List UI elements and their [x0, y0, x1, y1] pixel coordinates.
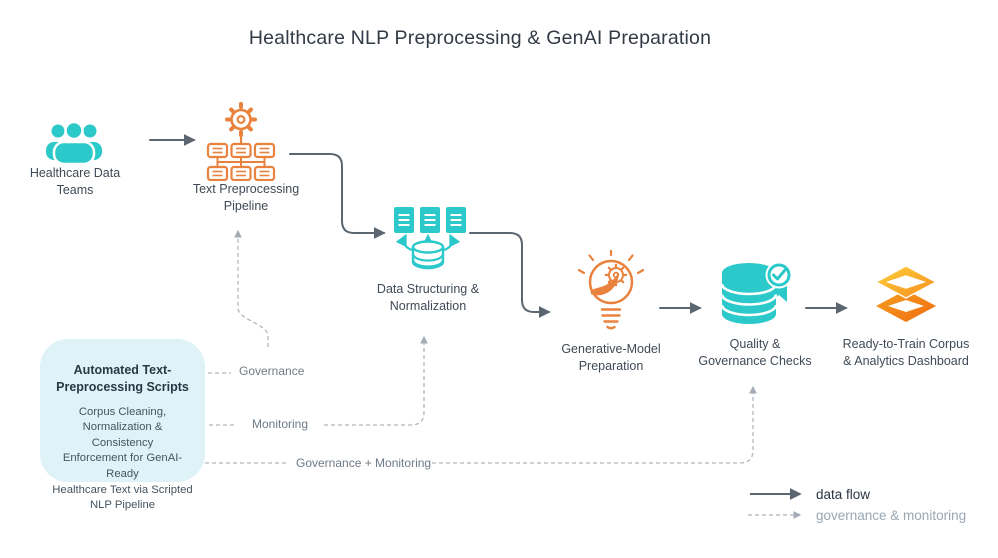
diagram-title: Healthcare NLP Preprocessing & GenAI Pre… — [248, 27, 712, 49]
callout-automated-scripts: Automated Text- Preprocessing Scripts Co… — [40, 339, 205, 511]
dashed-monitoring-line — [324, 335, 428, 426]
node-generative-model — [578, 250, 644, 336]
legend-label-data-flow: data flow — [816, 487, 871, 502]
node-label-teams: Healthcare Data Teams — [29, 166, 121, 197]
node-label-structuring: Data Structuring & Normalization — [376, 282, 480, 313]
dashed-govmon-line — [432, 385, 757, 464]
database-check-icon — [720, 261, 793, 324]
lightbulb-gear-icon — [578, 250, 644, 330]
people-icon — [46, 120, 102, 164]
node-label-corpus: Ready-to-Train Corpus & Analytics Dashbo… — [842, 337, 970, 368]
documents-database-icon — [394, 207, 466, 270]
node-label-genmodel: Generative-Model Preparation — [561, 342, 661, 373]
flow-label-governance-monitoring: Governance + Monitoring — [296, 456, 432, 470]
node-data-structuring — [386, 205, 470, 275]
layers-icon — [874, 265, 938, 322]
node-text-preprocessing-pipeline — [204, 101, 278, 181]
callout-body: Corpus Cleaning, Normalization & Consist… — [52, 405, 193, 512]
callout-title: Automated Text- Preprocessing Scripts — [56, 363, 189, 394]
node-quality-governance — [713, 258, 799, 334]
node-label-pipeline: Text Preprocessing Pipeline — [192, 182, 300, 213]
gear-flowchart-icon — [206, 102, 276, 181]
dashed-governance-line — [234, 229, 269, 347]
flow-label-governance: Governance — [239, 364, 305, 378]
legend-label-governance-monitoring: governance & monitoring — [816, 508, 967, 523]
flow-label-monitoring: Monitoring — [252, 417, 309, 431]
node-healthcare-data-teams — [45, 120, 103, 164]
node-ready-corpus — [874, 264, 938, 326]
node-label-quality: Quality & Governance Checks — [698, 337, 812, 368]
